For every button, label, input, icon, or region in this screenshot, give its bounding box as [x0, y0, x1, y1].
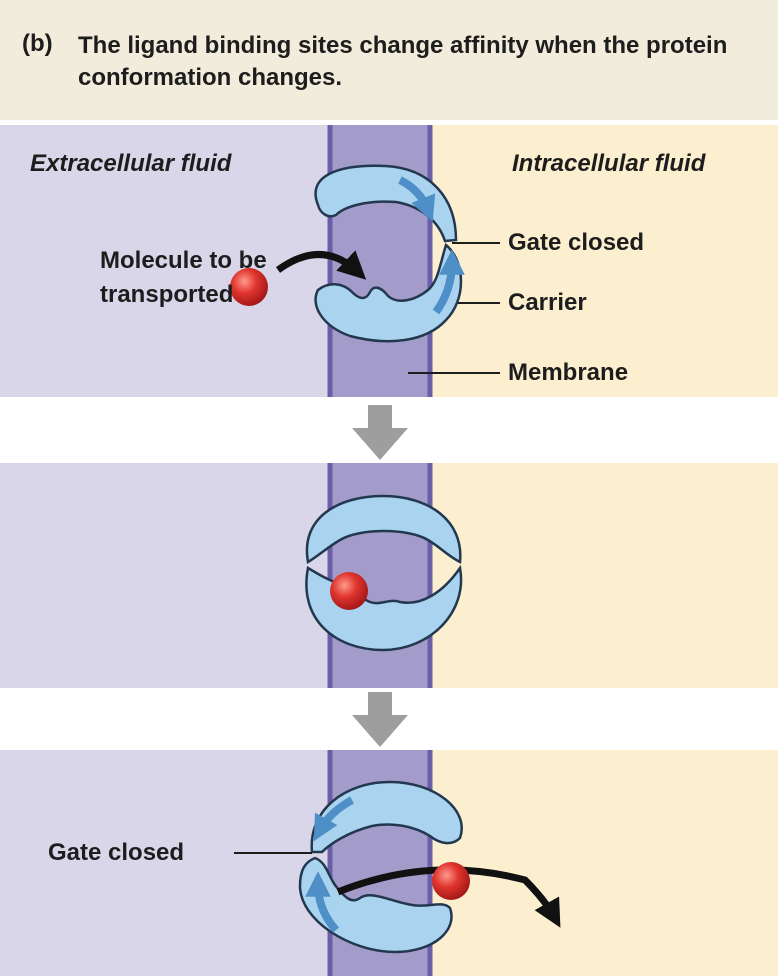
gate-closed-top-label: Gate closed [508, 229, 645, 256]
figure-tag: (b) [22, 30, 53, 57]
panel1-intracellular [430, 125, 778, 397]
conformation-arrow-3 [313, 796, 354, 842]
panel3-extracellular [0, 750, 330, 976]
step-arrow-2 [352, 692, 408, 747]
intracellular-label: Intracellular fluid [512, 150, 706, 177]
figure-title: The ligand binding sites change affinity… [78, 32, 728, 91]
entry-arrow [275, 250, 367, 280]
panel2-intracellular [430, 463, 778, 688]
molecule-ball-bound [330, 572, 368, 610]
carrier-label: Carrier [508, 289, 587, 316]
panel1-extracellular [0, 125, 330, 397]
panel2-extracellular [0, 463, 330, 688]
membrane-label: Membrane [508, 359, 629, 386]
conformation-arrow-4 [305, 871, 340, 933]
molecule-label: Molecule to be transported [100, 247, 267, 308]
carrier-lower-half [314, 242, 463, 343]
molecule-ball-released [432, 862, 470, 900]
panel3-intracellular [430, 750, 778, 976]
conformation-arrow-2 [432, 249, 465, 315]
carrier-upper-half [314, 164, 458, 243]
conformation-arrow-1 [398, 176, 436, 222]
extracellular-label: Extracellular fluid [30, 150, 232, 177]
header: (b) The ligand binding sites change affi… [0, 0, 778, 120]
carrier-occluded-upper [305, 494, 462, 565]
gate-closed-bottom-label: Gate closed [48, 839, 185, 866]
exit-arrow [336, 866, 561, 928]
molecule-ball [230, 268, 268, 306]
step-arrow-1 [352, 405, 408, 460]
